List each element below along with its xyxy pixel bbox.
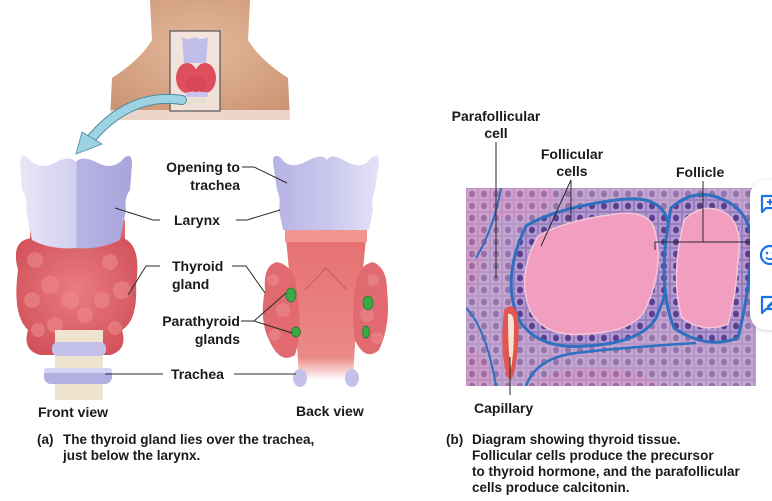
feedback-edit-icon [760,295,772,315]
label-opening-to-trachea: Opening to trachea [166,159,240,193]
emoji-button[interactable] [758,243,772,267]
label-trachea: Trachea [171,366,224,382]
panel-b-leader-lines [495,142,760,395]
label-thyroid-gland: Thyroid gland [172,258,224,292]
label-back-view: Back view [296,403,364,419]
comment-add-button[interactable] [758,192,772,216]
label-follicle: Follicle [676,164,725,180]
zoom-arrow-icon [75,93,187,155]
comment-add-icon [760,194,772,214]
panel-a-leader-lines [105,166,296,375]
label-parafollicular-cell: Parafollicular cell [451,108,541,141]
label-parathyroid-glands: Parathyroid glands [162,313,240,347]
panel-b-caption: (b) Diagram showing thyroid tissue. Foll… [446,432,740,495]
label-front-view: Front view [38,404,109,420]
side-feedback-toolbar [750,180,772,330]
thyroid-tissue-histology [466,188,756,386]
front-view-illustration [15,156,138,400]
label-follicular-cells: Follicular cells [540,146,604,179]
label-capillary: Capillary [474,400,534,416]
emoji-icon [759,244,772,266]
parathyroid-upper-left [285,287,297,303]
neck-inset-trachea-icon [186,92,208,104]
neck-inset-thyroid-icon [176,63,216,93]
feedback-edit-button[interactable] [758,293,772,317]
parathyroid-lower-left [291,326,301,338]
panel-b-tag: (b) [446,432,464,447]
neck-inset-larynx-icon [182,37,208,63]
panel-a-caption: (a) The thyroid gland lies over the trac… [37,432,315,463]
panel-a-tag: (a) [37,432,54,447]
label-larynx: Larynx [174,212,220,228]
back-view-illustration [262,155,388,387]
